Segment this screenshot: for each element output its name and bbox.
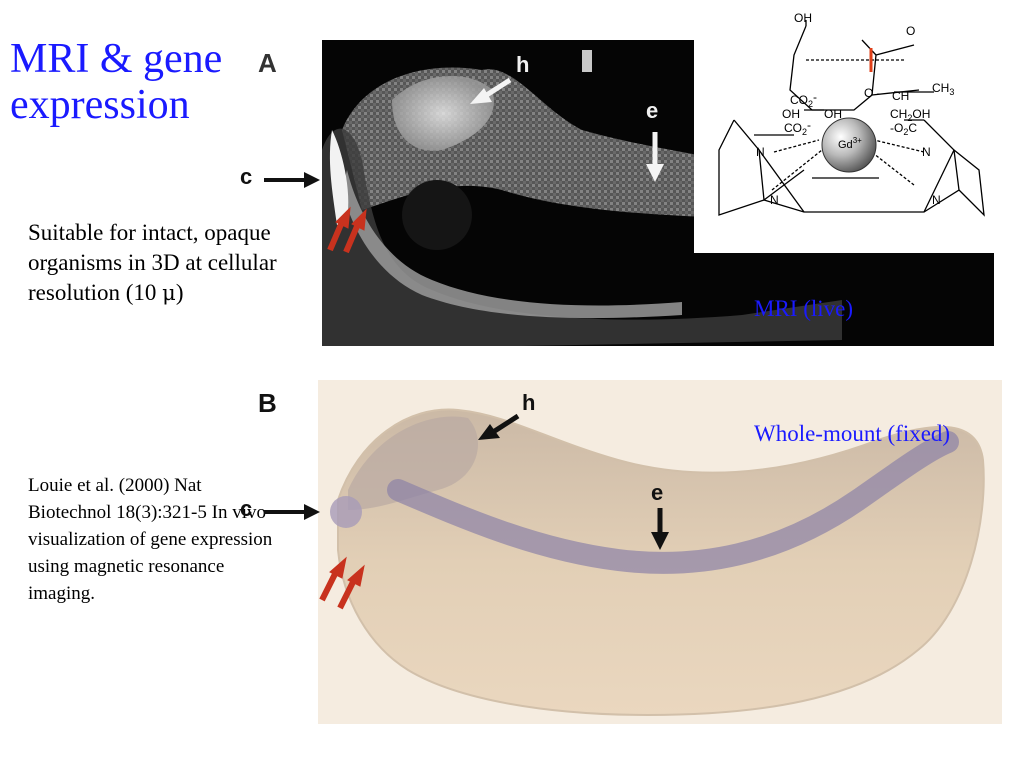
gadolinium-chelate-structure: OH O O - CH CH3 CO2- OH CO2- OH CH2OH -O…: [694, 0, 998, 253]
chem-o-ring: O: [906, 24, 915, 38]
panel-b-label: B: [258, 388, 277, 418]
chem-o-minus: O -: [864, 86, 881, 100]
caption-mri-live: MRI (live): [754, 296, 854, 321]
description-text: Suitable for intact, opaque organisms in…: [28, 218, 298, 308]
chem-ch: CH: [892, 89, 909, 103]
description-end: ): [175, 280, 184, 305]
chem-n-right: N: [922, 145, 931, 159]
caption-wholemount-fixed: Whole-mount (fixed): [754, 421, 951, 446]
chem-ch2oh: CH2OH: [890, 107, 930, 123]
chem-gd-label: Gd3+: [838, 136, 862, 151]
chem-n-left: N: [756, 145, 765, 159]
wholemount-embryo-graphic: [330, 408, 985, 717]
chem-n-bottom-left: N: [770, 193, 779, 207]
label-c-wholemount: c: [240, 496, 253, 521]
chem-oh-top: OH: [794, 11, 812, 25]
slide-title: MRI & gene expression: [10, 36, 223, 128]
chem-ch3: CH3: [932, 81, 954, 97]
wholemount-image-panel: [318, 380, 1002, 724]
arrow-c-mri: [264, 172, 320, 188]
chem-structure-svg: OH O O - CH CH3 CO2- OH CO2- OH CH2OH -O…: [718, 11, 985, 217]
chem-oh-mid: OH: [782, 107, 800, 121]
panel-a-label: A: [258, 48, 277, 78]
citation-text: Louie et al. (2000) Nat Biotechnol 18(3)…: [28, 475, 273, 604]
gadolinium-atom: [821, 117, 877, 173]
chem-oh-center: OH: [824, 107, 842, 121]
description-main: Suitable for intact, opaque organisms in…: [28, 220, 277, 305]
label-c-mri: c: [240, 164, 253, 189]
chem-co2-upper: CO2-: [790, 90, 817, 109]
mri-speck: [582, 50, 592, 72]
mu-symbol: μ: [162, 281, 176, 305]
chem-o2c: -O2C: [890, 121, 917, 137]
chem-n-bottom-right: N: [932, 193, 941, 207]
chem-co2-left: CO2-: [784, 118, 811, 137]
